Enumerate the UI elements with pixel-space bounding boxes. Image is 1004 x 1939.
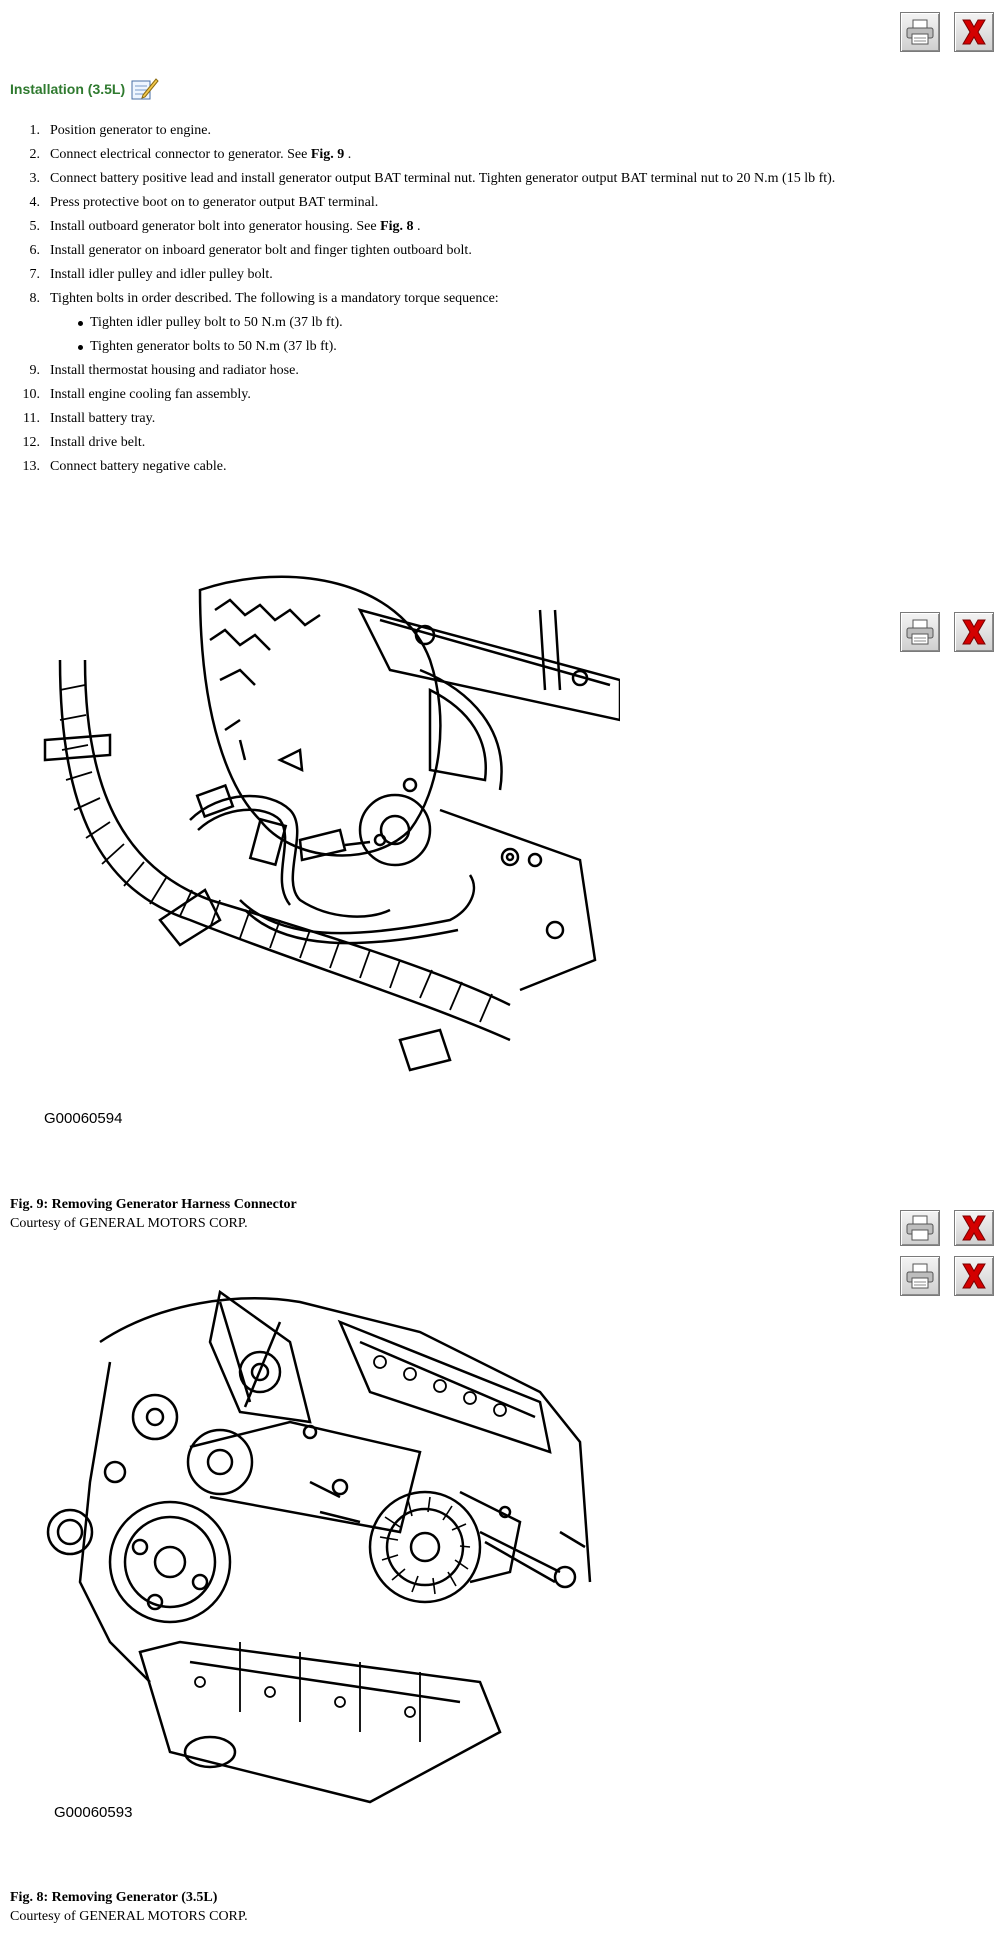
figure-8-code: G00060593 [54, 1804, 133, 1821]
section-title: Installation (3.5L) [10, 81, 126, 97]
printer-icon [906, 619, 934, 645]
print-button-2[interactable] [900, 1210, 940, 1246]
step-item: 8. Tighten bolts in order described. The … [10, 287, 910, 311]
step-item: 2. Connect electrical connector to genera… [10, 143, 910, 167]
figure-8-credit: Courtesy of GENERAL MOTORS CORP. [10, 1909, 248, 1924]
toolbar-top [900, 12, 1000, 56]
section-header: Installation (3.5L) [10, 74, 159, 104]
printer-icon [906, 1263, 934, 1289]
close-button-2[interactable] [954, 1210, 994, 1246]
step-number: 11. [23, 411, 40, 426]
step-number: 7. [29, 267, 41, 282]
close-figure-8-button[interactable] [954, 1256, 994, 1296]
step-text: Tighten bolts in order described. The fo… [50, 291, 499, 306]
step-text-end: . [344, 147, 352, 162]
step-text: Install engine cooling fan assembly. [50, 387, 251, 402]
close-x-icon [962, 619, 986, 645]
figure-reference: Fig. 8 [380, 219, 414, 234]
print-figure-8-button[interactable] [900, 1256, 940, 1296]
step-text: Install generator on inboard generator b… [50, 243, 472, 258]
step-text: Install drive belt. [50, 435, 146, 450]
step-text: Position generator to engine. [50, 123, 211, 138]
step-text: Install thermostat housing and radiator … [50, 363, 299, 378]
print-figure-9-button[interactable] [900, 612, 940, 652]
figure-9-caption: Fig. 9: Removing Generator Harness Conne… [10, 1195, 510, 1233]
figure-9-credit: Courtesy of GENERAL MOTORS CORP. [10, 1216, 248, 1231]
figure-reference: Fig. 9 [310, 147, 345, 162]
step-text: Install idler pulley and idler pulley bo… [50, 267, 273, 282]
step-item: 6. Install generator on inboard generator… [10, 239, 910, 263]
step-text: Install battery tray. [50, 411, 156, 426]
substep-item: Tighten generator bolts to 50 N.m (37 lb… [10, 335, 910, 359]
step-number: 8. [29, 291, 41, 306]
step-item: 9. Install thermostat housing and radiato… [10, 359, 910, 383]
figure-8-caption: Fig. 8: Removing Generator (3.5L) Courte… [10, 1888, 510, 1926]
notepad-pencil-icon [131, 78, 159, 100]
printer-icon [906, 1215, 934, 1241]
close-button[interactable] [954, 12, 994, 52]
step-text: Connect battery positive lead and instal… [50, 171, 836, 186]
step-item: 10. Install engine cooling fan assembly. [10, 383, 910, 407]
step-number: 4. [29, 195, 41, 210]
step-item: 7. Install idler pulley and idler pulley … [10, 263, 910, 287]
step-item: 4. Press protective boot on to generator … [10, 191, 910, 215]
step-item: 12. Install drive belt. [10, 431, 910, 455]
step-number: 1. [29, 123, 41, 138]
step-text-end: . [413, 219, 421, 234]
close-x-icon [962, 1263, 986, 1289]
step-text: Press protective boot on to generator ou… [50, 195, 379, 210]
step-number: 2. [29, 147, 41, 162]
step-text: Connect battery negative cable. [50, 459, 227, 474]
close-figure-9-button[interactable] [954, 612, 994, 652]
step-item: 11. Install battery tray. [10, 407, 910, 431]
printer-icon [906, 19, 934, 45]
torque-sequence-list: Tighten idler pulley bolt to 50 N.m (37 … [10, 311, 910, 359]
print-button[interactable] [900, 12, 940, 52]
generator-harness-diagram [43, 575, 622, 1072]
step-item: 3. Connect battery positive lead and inst… [10, 167, 910, 191]
step-number: 5. [29, 219, 41, 234]
step-text: Connect electrical connector to generato… [50, 147, 311, 162]
step-item: 13. Connect battery negative cable. [10, 455, 910, 479]
substeps-container: Tighten idler pulley bolt to 50 N.m (37 … [10, 311, 910, 359]
step-number: 10. [22, 387, 41, 402]
step-number: 9. [29, 363, 41, 378]
step-number: 6. [29, 243, 41, 258]
step-text: Install outboard generator bolt into gen… [50, 219, 381, 234]
figure-9-code: G00060594 [44, 1110, 123, 1127]
figure-9-title: Fig. 9: Removing Generator Harness Conne… [10, 1197, 297, 1212]
step-number: 13. [22, 459, 41, 474]
figure-8-title: Fig. 8: Removing Generator (3.5L) [10, 1890, 218, 1905]
step-number: 12. [22, 435, 41, 450]
toolbar-fig9-bottom [900, 1210, 1000, 1248]
toolbar-fig8 [900, 1256, 1000, 1300]
step-number: 3. [29, 171, 41, 186]
figure-9 [40, 560, 622, 1110]
close-x-icon [962, 19, 986, 45]
step-item: 5. Install outboard generator bolt into g… [10, 215, 910, 239]
substep-item: Tighten idler pulley bolt to 50 N.m (37 … [10, 311, 910, 335]
toolbar-fig9 [900, 612, 1000, 656]
installation-steps: 1. Position generator to engine. 2. Connect… [10, 119, 910, 479]
step-item: 1. Position generator to engine. [10, 119, 910, 143]
figure-8 [40, 1282, 620, 1822]
engine-generator-diagram [46, 1289, 592, 1804]
close-x-icon [962, 1215, 986, 1241]
